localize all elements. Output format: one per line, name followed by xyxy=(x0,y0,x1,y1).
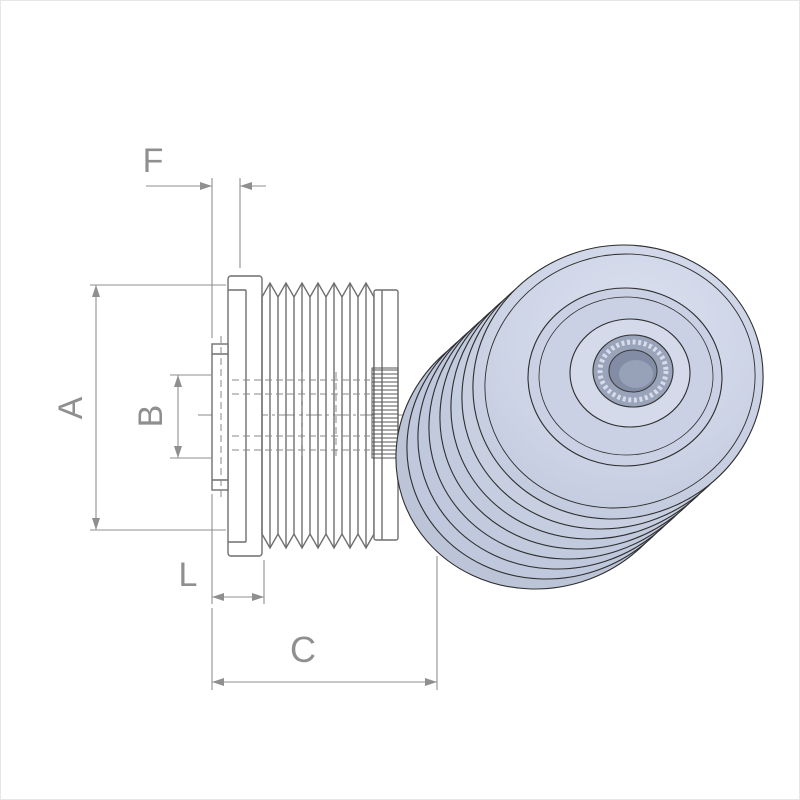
dimension-F: F xyxy=(143,142,266,338)
iso-view xyxy=(395,244,764,590)
hidden-lines xyxy=(232,372,370,458)
dim-b-extension-lines xyxy=(170,374,212,459)
hidden-bearing-lines xyxy=(301,372,337,458)
spline-teeth xyxy=(597,339,669,403)
hub-sleeve-steps xyxy=(212,353,228,481)
rim-edge xyxy=(484,253,756,509)
dimension-L: L xyxy=(179,494,265,604)
spline-bore-section xyxy=(371,367,399,459)
belt-rib-section xyxy=(261,281,375,550)
bore-inner-wall xyxy=(619,360,653,388)
hidden-bore-lines xyxy=(232,379,370,451)
rib-peak-lines xyxy=(269,283,367,548)
dimension-B: B xyxy=(132,374,212,459)
dim-label-c: C xyxy=(290,629,316,670)
dimension-A: A xyxy=(52,284,226,531)
dimension-C: C xyxy=(211,556,438,690)
left-flange xyxy=(227,275,263,557)
dim-a-extension-lines xyxy=(90,284,226,531)
dim-label-l: L xyxy=(179,556,198,594)
side-view: F A B L C xyxy=(52,142,438,690)
dim-label-f: F xyxy=(143,142,164,180)
recess-inner-edge xyxy=(538,296,714,456)
dim-c-extension-lines xyxy=(211,556,438,690)
dim-label-b: B xyxy=(132,405,170,428)
dim-label-a: A xyxy=(52,396,90,419)
pulley-section-outline xyxy=(211,275,399,557)
hub-sleeve xyxy=(211,343,229,491)
dim-f-extension-lines xyxy=(211,178,241,338)
rib-valley-lines xyxy=(261,297,375,534)
left-flange-step xyxy=(228,289,247,543)
